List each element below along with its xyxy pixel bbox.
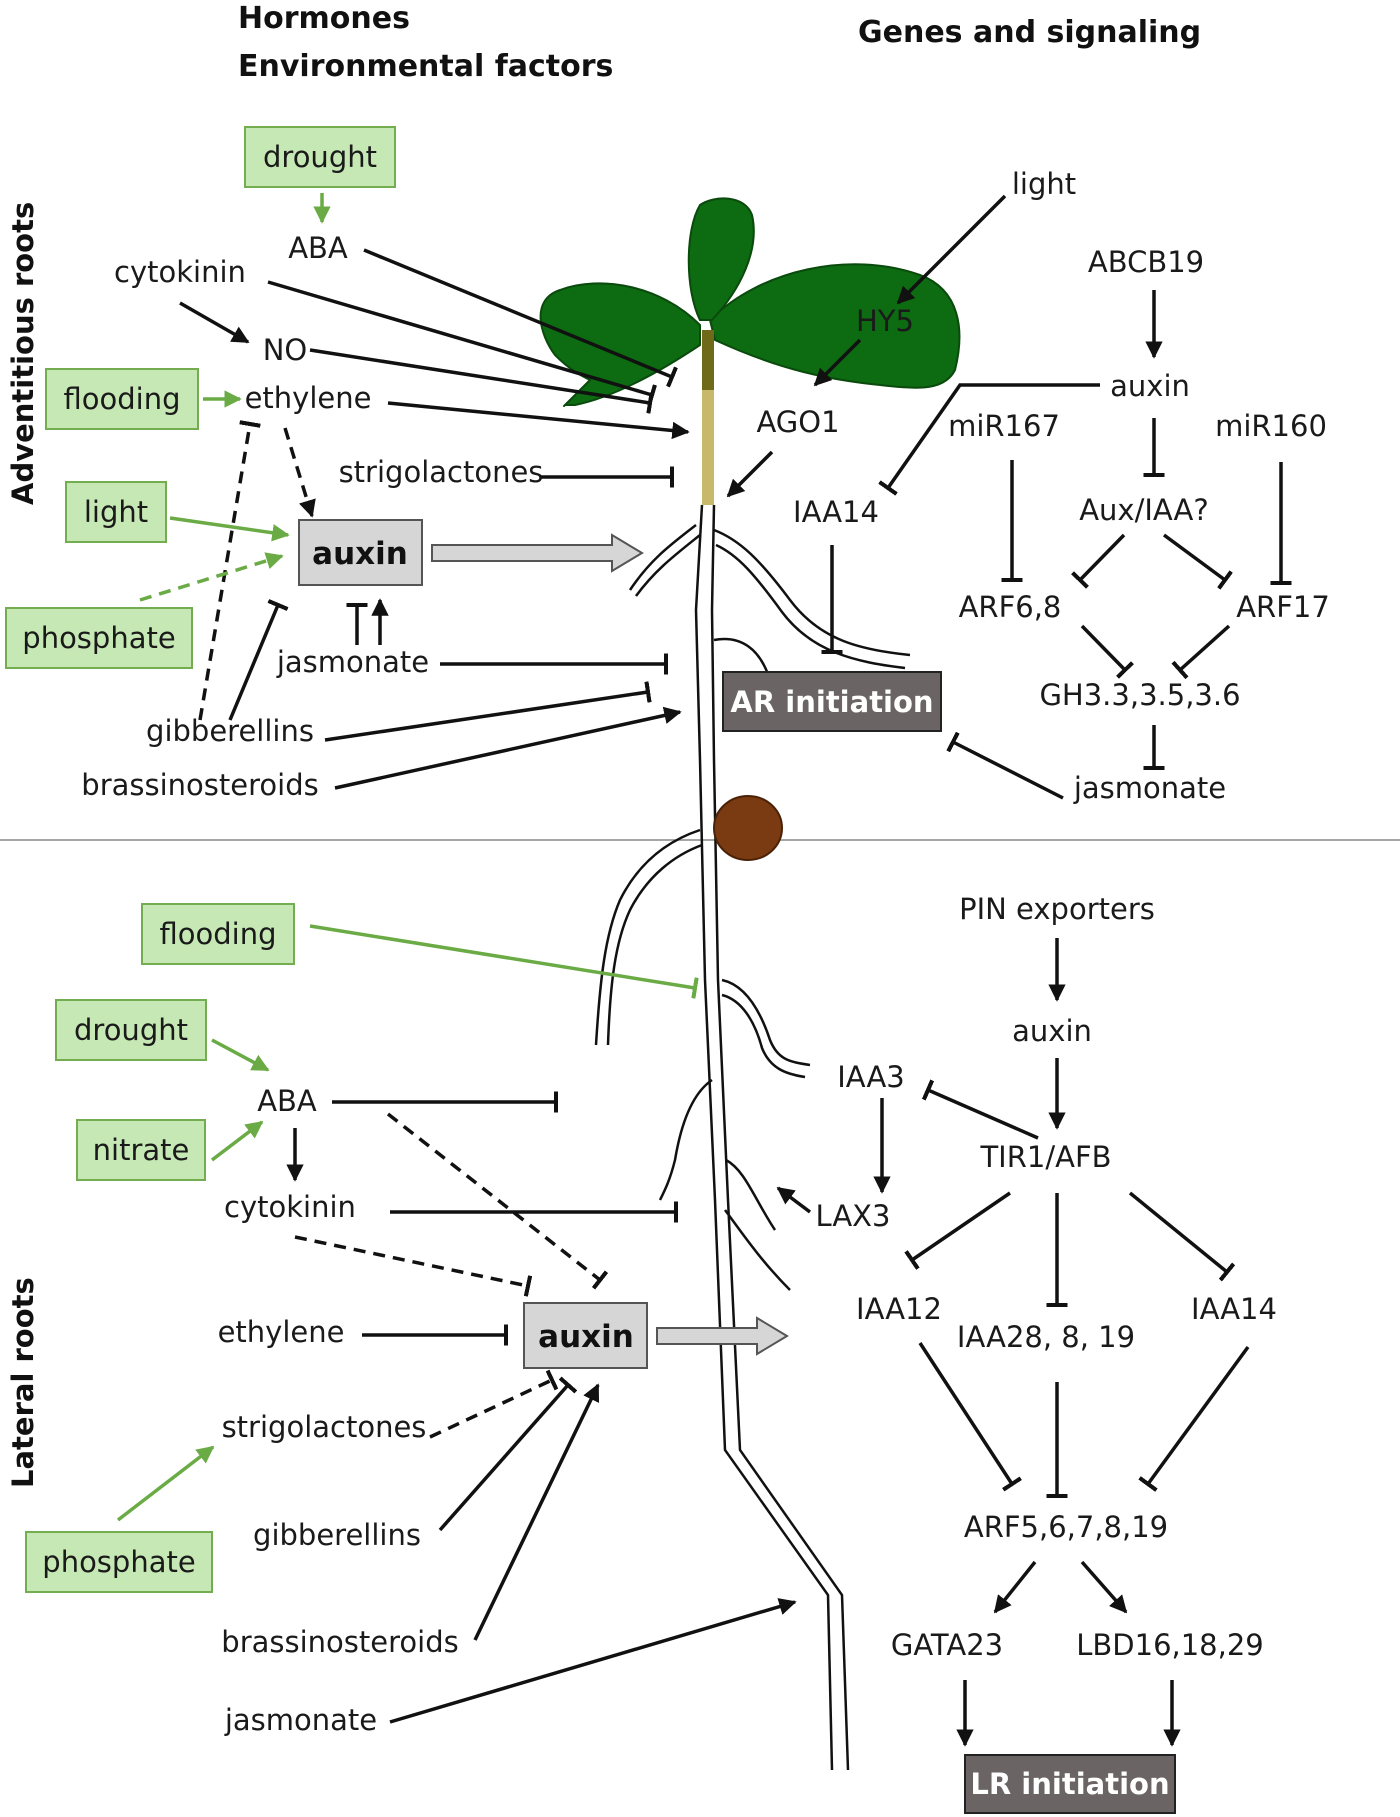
lateral-root-2 (721, 978, 811, 1067)
gene-mir160: miR160 (1215, 409, 1327, 443)
env-box-nitrate-lr (76, 1119, 206, 1181)
primary-root-left (694, 504, 834, 1771)
env-box-phosphate-ar (5, 607, 193, 669)
ar-initiation-box (722, 671, 942, 732)
gene-light-ar: light (1012, 167, 1076, 201)
hypocotyl-top (702, 330, 714, 390)
hormone-strigolactones-lr: strigolactones (222, 1410, 427, 1444)
env-light-ar: light (84, 495, 148, 529)
adventitious-root-2b (715, 543, 906, 670)
auxin-flow-arrow-lr (656, 1316, 789, 1356)
env-box-light-ar (65, 481, 167, 543)
hormone-gibberellins-lr: gibberellins (253, 1518, 421, 1552)
gene-arf17: ARF17 (1236, 590, 1330, 624)
gene-tir1-afb: TIR1/AFB (979, 1140, 1111, 1174)
leaf-top (687, 197, 755, 321)
hormone-no-ar: NO (263, 333, 308, 367)
adventitious-root-1 (628, 524, 697, 591)
primary-root-right (710, 504, 850, 1771)
gene-iaa12: IAA12 (856, 1292, 942, 1326)
auxin-label-ar: auxin (312, 536, 408, 572)
gene-jasmonate-ar: jasmonate (1073, 771, 1226, 805)
hormone-cytokinin-ar: cytokinin (114, 255, 246, 289)
env-box-flooding-lr (141, 903, 295, 965)
hormone-jasmonate-ar: jasmonate (276, 645, 429, 679)
auxin-flow-arrow-ar (431, 533, 644, 573)
ar-gene-connectors (726, 194, 1292, 800)
gene-abcb19: ABCB19 (1088, 245, 1204, 279)
env-phosphate-ar: phosphate (22, 621, 175, 655)
lr-hormone-connectors (116, 924, 797, 1724)
gene-lax3: LAX3 (816, 1199, 891, 1233)
hormone-brassinosteroids-ar: brassinosteroids (81, 768, 318, 802)
gene-auxin-ar: auxin (1110, 369, 1190, 403)
gene-auxin-lr: auxin (1012, 1014, 1092, 1048)
adventitious-root-1b (634, 534, 701, 597)
lateral-root-5 (723, 1209, 791, 1291)
ar-hormone-connectors (139, 193, 690, 790)
env-box-drought-ar (244, 126, 396, 188)
plant-illustration (539, 197, 961, 1771)
gene-gh3: GH3.3,3.5,3.6 (1039, 678, 1240, 712)
hormone-ethylene-ar: ethylene (245, 381, 372, 415)
gene-arf68: ARF6,8 (959, 590, 1062, 624)
env-phosphate-lr: phosphate (42, 1545, 195, 1579)
auxin-box-ar (298, 519, 423, 586)
header-hormones: Hormones (238, 1, 410, 36)
adventitious-root-2 (713, 528, 911, 657)
lr-initiation-label: LR initiation (970, 1767, 1169, 1801)
lr-gene-connectors (776, 938, 1250, 1747)
gene-iaa14-lr: IAA14 (1191, 1292, 1277, 1326)
hormone-brassinosteroids-lr: brassinosteroids (221, 1625, 458, 1659)
gene-ago1: AGO1 (756, 405, 839, 439)
leaf-left (539, 282, 701, 407)
lateral-root-4 (725, 1158, 777, 1231)
auxin-box-lr (523, 1302, 648, 1369)
lateral-root-2b (721, 993, 806, 1079)
header-genes-signaling: Genes and signaling (858, 15, 1201, 50)
hormone-ethylene-lr: ethylene (218, 1315, 345, 1349)
hormone-strigolactones-ar: strigolactones (339, 455, 544, 489)
gene-pin-exporters: PIN exporters (959, 892, 1155, 926)
seed (713, 795, 783, 861)
env-flooding-lr: flooding (159, 917, 276, 951)
leaf-right (708, 263, 961, 389)
lr-initiation-box (964, 1754, 1176, 1814)
lateral-root-1 (594, 828, 701, 1046)
gene-mir167: miR167 (948, 409, 1060, 443)
hormone-aba-ar: ABA (288, 231, 348, 265)
lateral-root-3 (658, 1078, 713, 1201)
ar-initiation-label: AR initiation (730, 685, 933, 719)
header-environmental-factors: Environmental factors (238, 49, 613, 84)
env-box-flooding-ar (45, 368, 199, 430)
env-box-drought-lr (55, 999, 207, 1061)
gene-iaa3: IAA3 (837, 1060, 905, 1094)
hormone-cytokinin-lr: cytokinin (224, 1190, 356, 1224)
hormone-jasmonate-lr: jasmonate (224, 1703, 377, 1737)
side-label-lateral-roots: Lateral roots (6, 1277, 40, 1488)
env-drought-ar: drought (263, 140, 377, 174)
side-label-adventitious-roots: Adventitious roots (6, 202, 40, 505)
gene-arf-lr: ARF5,6,7,8,19 (964, 1510, 1168, 1544)
env-flooding-ar: flooding (63, 382, 180, 416)
env-drought-lr: drought (74, 1013, 188, 1047)
lateral-root-1b (606, 843, 703, 1046)
env-box-phosphate-lr (25, 1531, 213, 1593)
auxin-label-lr: auxin (538, 1319, 634, 1355)
gene-lbd: LBD16,18,29 (1076, 1628, 1264, 1662)
env-nitrate-lr: nitrate (93, 1133, 190, 1167)
gene-gata23: GATA23 (891, 1628, 1003, 1662)
gene-hy5: HY5 (856, 304, 914, 338)
gene-iaa14-ar: IAA14 (793, 495, 879, 529)
gene-iaa28: IAA28, 8, 19 (957, 1320, 1135, 1354)
hormone-aba-lr: ABA (257, 1084, 317, 1118)
gene-aux-iaa: Aux/IAA? (1079, 493, 1209, 527)
